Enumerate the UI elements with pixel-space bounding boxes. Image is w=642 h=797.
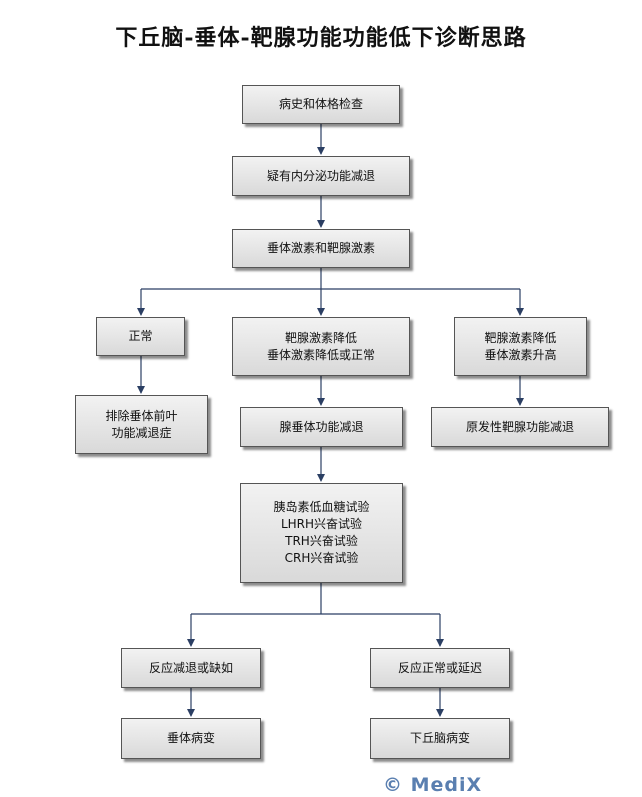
node-adenohypophysis-deficiency: 腺垂体功能减退	[240, 407, 403, 447]
node-target-low-pituitary-high: 靶腺激素降低垂体激素升高	[454, 317, 587, 376]
node-hypothalamus-lesion: 下丘脑病变	[370, 718, 510, 759]
node-text-line: 反应减退或缺如	[148, 660, 233, 675]
node-primary-target-deficiency: 原发性靶腺功能减退	[431, 407, 609, 447]
node-text-line: 垂体病变	[166, 731, 215, 745]
node-text-line: 反应正常或延迟	[397, 660, 482, 675]
node-normal: 正常	[96, 317, 185, 356]
node-text-line: 靶腺激素降低	[284, 330, 357, 345]
node-text-line: 原发性靶腺功能减退	[465, 419, 574, 434]
diagram-title: 下丘脑-垂体-靶腺功能功能低下诊断思路	[115, 25, 527, 51]
node-text-line: CRH兴奋试验	[284, 551, 359, 565]
node-text-line: 垂体激素降低或正常	[266, 347, 375, 362]
node-text-line: 垂体激素升高	[484, 347, 557, 362]
node-response-normal: 反应正常或延迟	[370, 648, 510, 688]
node-history-exam: 病史和体格检查	[242, 85, 400, 124]
node-suspect-endocrine-deficiency: 疑有内分泌功能减退	[232, 156, 410, 196]
node-text-line: 胰岛素低血糖试验	[273, 500, 370, 514]
node-text-line: 正常	[128, 329, 153, 343]
node-hormone-tests: 垂体激素和靶腺激素	[232, 229, 410, 268]
medix-watermark: © MediX	[383, 774, 483, 796]
node-text-line: 功能减退症	[111, 425, 172, 440]
node-text-line: 靶腺激素降低	[484, 330, 557, 345]
node-text-line: 疑有内分泌功能减退	[266, 168, 375, 183]
node-text-line: 下丘脑病变	[409, 731, 470, 745]
node-text-line: LHRH兴奋试验	[280, 517, 363, 531]
node-target-low-pituitary-low: 靶腺激素降低垂体激素降低或正常	[232, 317, 410, 376]
node-exclude-anterior-pituitary: 排除垂体前叶功能减退症	[75, 395, 208, 454]
node-text-line: 垂体激素和靶腺激素	[266, 241, 375, 255]
node-text-line: 腺垂体功能减退	[279, 419, 364, 434]
node-text-line: 病史和体格检查	[278, 97, 363, 111]
node-response-reduced: 反应减退或缺如	[121, 648, 261, 688]
node-pituitary-lesion: 垂体病变	[121, 718, 261, 759]
node-text-line: 排除垂体前叶	[105, 408, 178, 423]
node-stimulation-tests: 胰岛素低血糖试验 LHRH兴奋试验 TRH兴奋试验 CRH兴奋试验	[240, 483, 403, 583]
node-text-line: TRH兴奋试验	[285, 534, 358, 548]
